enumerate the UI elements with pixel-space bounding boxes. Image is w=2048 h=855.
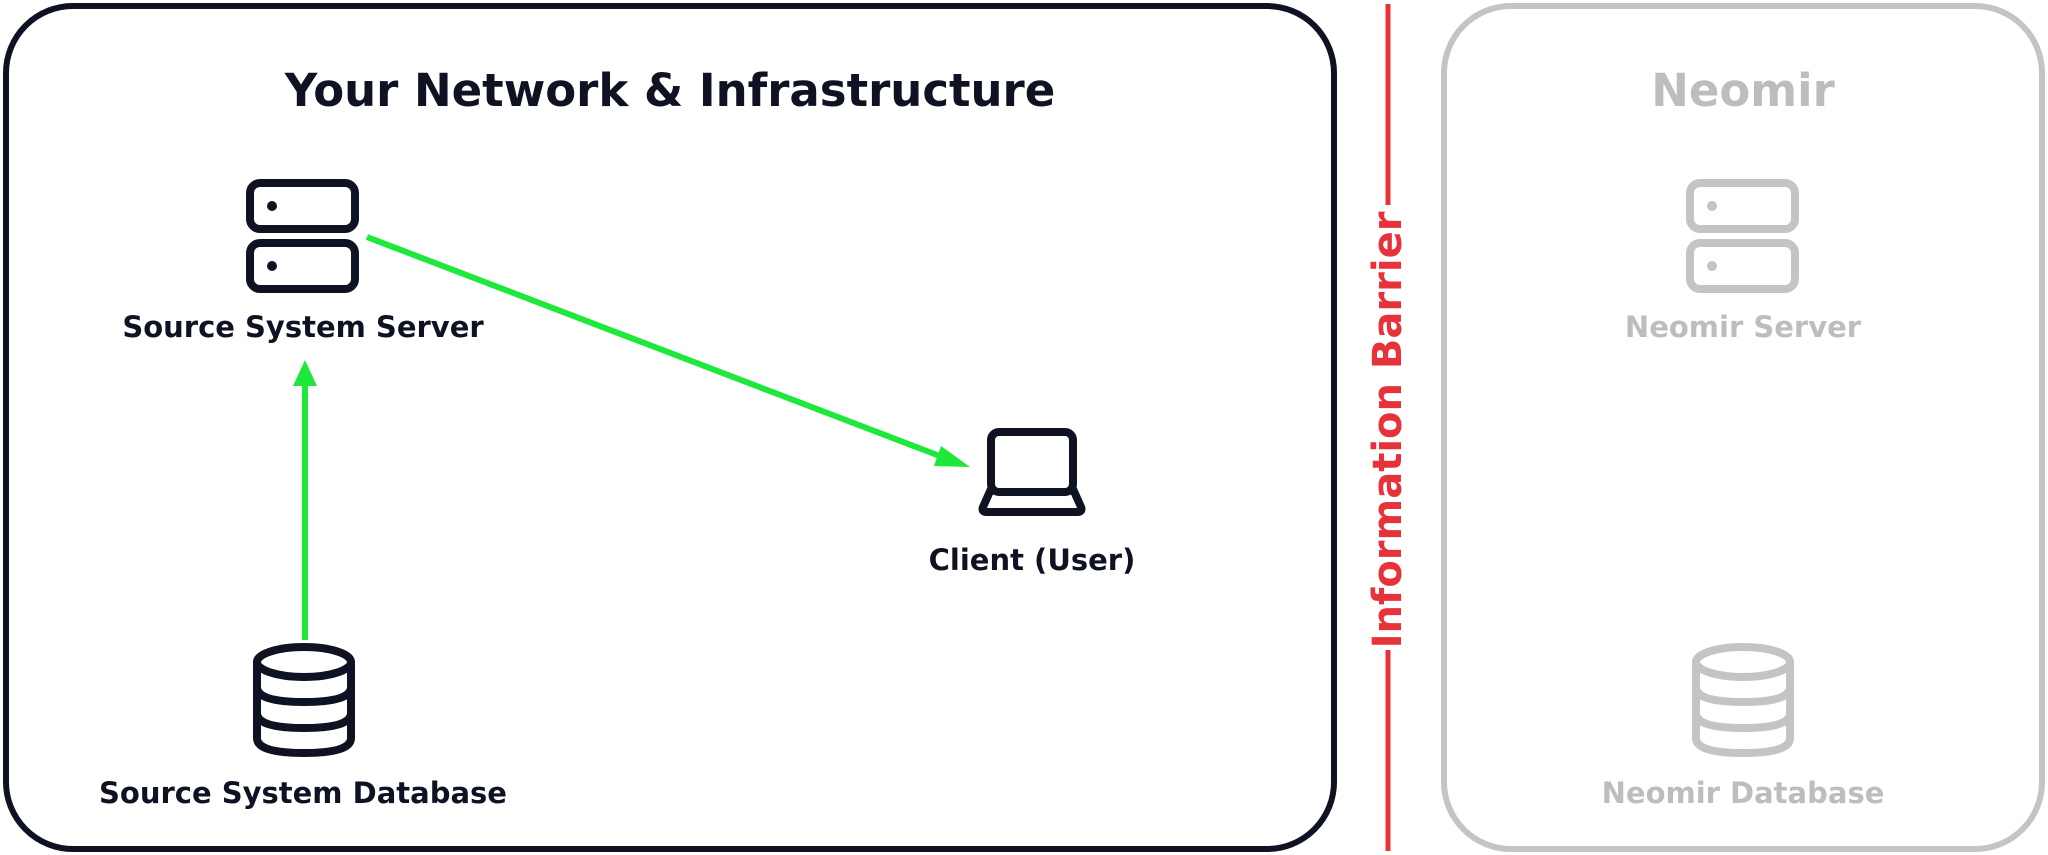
neomir-server-icon	[1686, 179, 1799, 293]
source-system-database-label: Source System Database	[99, 776, 507, 810]
source-system-server-label: Source System Server	[122, 310, 484, 344]
panel-title: Your Network & Infrastructure	[284, 64, 1056, 117]
arrow-database-to-server-head	[293, 360, 317, 386]
client-user-label: Client (User)	[928, 543, 1136, 577]
neomir-database-icon	[1692, 643, 1794, 758]
database-icon	[253, 643, 355, 758]
arrow-server-to-client	[365, 234, 947, 461]
your-network-panel: Your Network & Infrastructure	[3, 3, 1337, 852]
arrow-server-to-client-head	[934, 446, 970, 467]
server-icon	[246, 179, 359, 293]
neomir-panel-title: Neomir	[1651, 64, 1835, 117]
information-barrier-label: Information Barrier	[1365, 211, 1411, 649]
neomir-server-label: Neomir Server	[1624, 310, 1862, 344]
neomir-panel: Neomir	[1441, 3, 2045, 852]
neomir-database-label: Neomir Database	[1601, 776, 1885, 810]
laptop-icon	[978, 428, 1086, 516]
